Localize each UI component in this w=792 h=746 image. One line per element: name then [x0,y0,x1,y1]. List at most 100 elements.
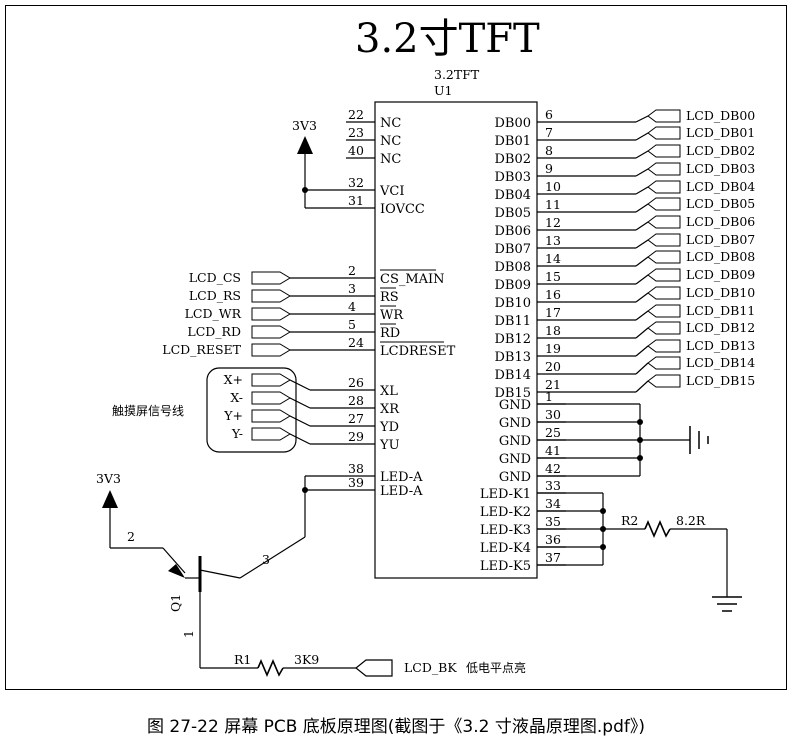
net-port-icon [647,197,681,211]
net-label: X- [230,390,243,405]
pin-number: 14 [545,251,561,266]
pin-number: 20 [545,359,561,374]
pin-name: LED-K5 [480,559,531,574]
pin-name: IOVCC [380,202,425,217]
pin-name: NC [380,116,401,131]
net-label: LCD_DB10 [686,285,755,300]
net-port-icon [647,339,681,353]
pin-number: 26 [348,375,364,390]
pin-number: 2 [348,263,356,278]
q1-ref: Q1 [168,594,183,612]
r2-value: 8.2R [676,513,706,528]
net-port-icon [355,659,393,677]
net-port-icon [647,321,681,335]
net-port-icon [251,271,291,285]
net-port-icon [647,304,681,318]
r2-ref: R2 [621,513,638,528]
pin-number: 25 [545,425,561,440]
net-label: LCD_DB06 [686,214,755,229]
pin-number: 5 [348,317,356,332]
net-port-icon [647,356,681,370]
pin-number: 8 [545,143,553,158]
net-label: LCD_DB02 [686,143,755,158]
net-label: LCD_DB03 [686,161,755,176]
pin-name: LCDRESET [380,344,456,359]
pin-number: 40 [348,143,364,158]
net-port-icon [251,409,291,423]
pin-name: RS [380,290,399,305]
schematic-title: 3.2寸TFT [355,16,540,62]
net-label: LCD_RD [187,324,241,339]
net-label: LCD_WR [185,306,242,321]
pin-name: YU [379,438,400,453]
power-label-top: 3V3 [292,118,317,133]
net-label: LCD_DB15 [686,373,755,388]
gnd-bus [537,403,709,477]
right-pin-group: 6DB007DB018DB029DB0310DB0411DB0512DB0613… [480,107,566,574]
pin-number: 6 [545,107,553,122]
pin-number: 42 [545,461,561,476]
data-net-group: LCD_DB00LCD_DB01LCD_DB02LCD_DB03LCD_DB04… [566,108,755,393]
net-label: Y- [231,426,243,441]
net-port-icon [647,250,681,264]
pin-number: 39 [348,475,364,490]
net-label: LCD_RS [189,288,241,303]
pin-number: 41 [545,443,561,458]
net-label: Y+ [223,408,243,423]
net-label: LCD_DB01 [686,125,755,140]
pin-name: DB08 [494,260,531,275]
pin-number: 27 [348,411,364,426]
touch-label: 触摸屏信号线 [112,404,184,418]
net-port-icon [647,162,681,176]
pin-number: 13 [545,233,561,248]
junction-dot [302,187,308,193]
pin-name: GND [499,452,531,467]
q1-collector-pin: 3 [262,552,270,567]
net-label: LCD_RESET [162,342,241,357]
net-port-icon [647,268,681,282]
pin-number: 9 [545,161,553,176]
net-label: LCD_DB11 [686,303,755,318]
pin-number: 21 [545,377,561,392]
power-arrow-icon [297,136,313,154]
pin-number: 35 [545,514,561,529]
ic-body [374,101,538,579]
net-port-icon [647,180,681,194]
pin-name: LED-K3 [480,523,531,538]
pin-name: RD [380,326,400,341]
pin-name: LED-K4 [480,541,531,556]
pin-name: DB04 [494,188,531,203]
pin-number: 11 [545,197,561,212]
pin-name: NC [380,152,401,167]
pin-number: 12 [545,215,561,230]
pin-number: 30 [545,407,561,422]
pin-number: 19 [545,341,561,356]
net-port-icon [647,286,681,300]
pin-name: DB01 [494,134,531,149]
pin-number: 10 [545,179,561,194]
pin-name: DB10 [494,296,531,311]
pin-name: DB06 [494,224,531,239]
figure-caption: 图 27-22 屏幕 PCB 底板原理图(截图于《3.2 寸液晶原理图.pdf》… [147,717,645,737]
pin-number: 17 [545,305,561,320]
pin-number: 4 [348,299,356,314]
pin-name: CS_MAIN [380,272,445,287]
touch-net-group: X+ X- Y+ Y- [223,372,346,445]
net-label: LCD_DB08 [686,249,755,264]
backlight-driver [102,475,393,678]
junction-dot [637,455,643,461]
net-port-icon [647,233,681,247]
touch-group-box [206,367,297,453]
q1-emitter-pin: 1 [181,630,196,638]
net-port-icon [647,109,681,123]
pin-name: LED-A [380,484,423,499]
pin-name: WR [380,308,404,323]
q1-base-pin: 2 [127,529,135,544]
pin-number: 16 [545,287,561,302]
schematic-frame [5,5,787,690]
pin-name: DB05 [494,206,531,221]
net-label: X+ [224,372,243,387]
pin-name: DB07 [494,242,531,257]
left-pin-group: 22NC23NC40NC32VCI31IOVCC2CS_MAIN3RS4WR5R… [346,107,456,499]
